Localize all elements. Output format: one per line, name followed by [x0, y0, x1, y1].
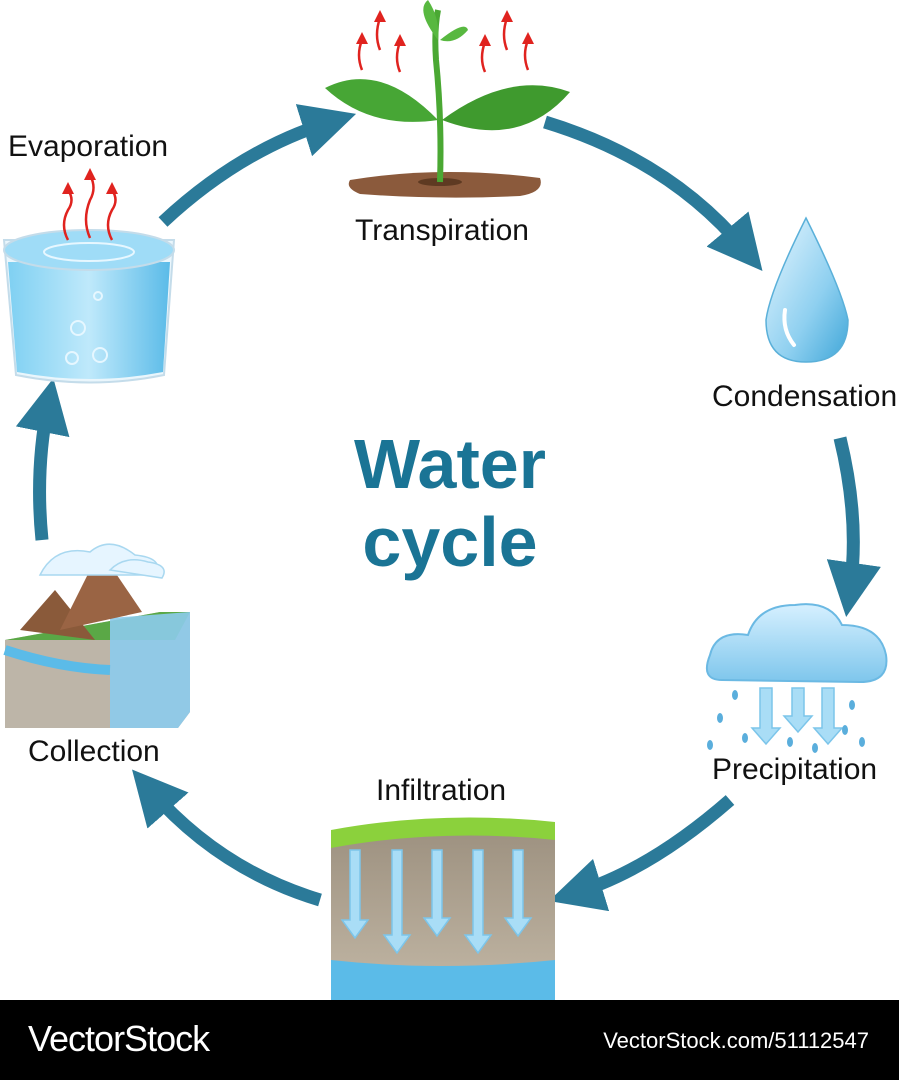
cycle-arrows — [15, 104, 881, 912]
steam-arrows — [62, 174, 117, 241]
cycle-arrow-icon — [15, 378, 70, 541]
cycle-arrow-icon — [826, 436, 881, 618]
steam-arrowheads — [62, 168, 118, 194]
cycle-arrow-icon — [158, 104, 357, 227]
cycle-arrow-icon — [132, 769, 322, 907]
mountain-landscape-icon — [3, 543, 190, 728]
stage-label-precipitation: Precipitation — [712, 753, 878, 786]
diagram-canvas — [2, 0, 888, 1000]
title-line-2: cycle — [362, 503, 538, 581]
diagram-title: Water cycle — [300, 425, 600, 581]
transpiration-arrows — [357, 17, 530, 73]
brand-logo: VectorStock — [28, 1018, 210, 1059]
soil-layers-icon — [331, 817, 555, 1000]
glass-of-water-icon — [2, 229, 176, 384]
stage-label-evaporation: Evaporation — [8, 130, 169, 163]
stage-label-collection: Collection — [28, 735, 160, 768]
title-line-1: Water — [354, 425, 546, 503]
water-cycle-diagram: Water cycle Evaporation Transpiration Co… — [2, 0, 898, 1000]
water-drop-icon — [765, 216, 849, 363]
stage-label-transpiration: Transpiration — [355, 214, 529, 247]
transpiration-arrowheads — [356, 10, 534, 46]
cycle-arrow-icon — [548, 795, 735, 912]
plant-icon — [325, 0, 570, 198]
rain-cloud-icon — [706, 603, 888, 753]
stage-label-infiltration: Infiltration — [376, 774, 507, 807]
cycle-arrow-icon — [543, 115, 763, 271]
stock-footer-bar: VectorStock VectorStock.com/51112547 — [0, 1000, 899, 1080]
stage-label-condensation: Condensation — [712, 380, 898, 413]
stock-image-id: VectorStock.com/51112547 — [603, 1028, 869, 1053]
